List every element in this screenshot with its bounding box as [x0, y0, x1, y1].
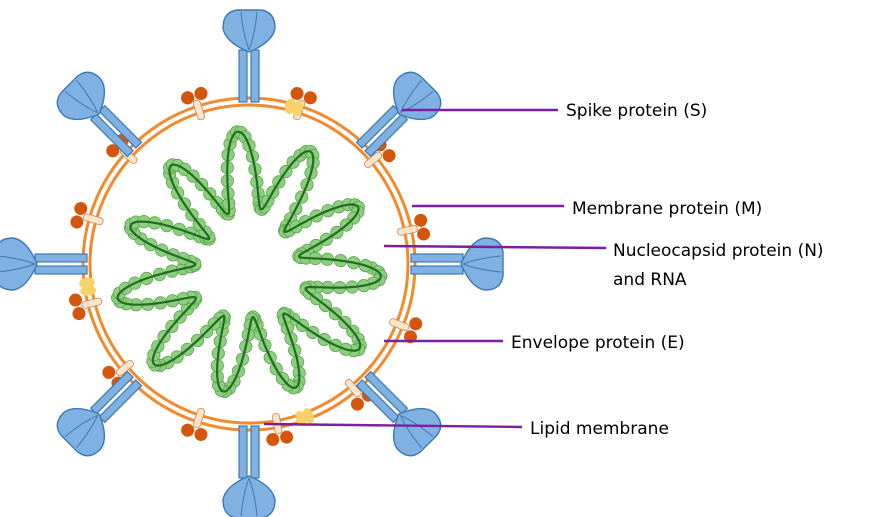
spike-head [222, 475, 276, 517]
spike-head [56, 71, 106, 121]
m-protein-stem [81, 297, 103, 309]
m-protein-ball [266, 433, 280, 447]
m-protein-ball [382, 149, 396, 163]
spike-protein-s [0, 237, 88, 291]
spike-head [392, 71, 442, 121]
m-protein-stem [364, 151, 383, 169]
spike-protein-s [222, 425, 276, 517]
membrane-protein-m [70, 201, 104, 229]
spike-stalk [238, 425, 248, 479]
m-protein-stem [192, 99, 205, 121]
label-nucleocapsid-protein: Nucleocapsid protein (N) [613, 241, 824, 261]
spike-protein-s [355, 370, 442, 457]
m-protein-ball [74, 201, 88, 215]
spike-head [460, 237, 504, 291]
m-protein-ball [102, 365, 116, 379]
m-protein-ball [280, 430, 294, 444]
spike-head [392, 407, 442, 457]
spike-head-groove [240, 11, 258, 51]
lipid-bilayer [81, 96, 417, 432]
m-protein-stem [115, 359, 134, 377]
spike-protein-s [410, 237, 504, 291]
m-protein-ball [414, 213, 428, 227]
spike-head-groove [399, 79, 434, 114]
spike-head [222, 9, 276, 53]
e-protein-lobe [79, 277, 95, 288]
envelope-protein-e [284, 98, 304, 117]
envelope-protein-e [295, 408, 314, 427]
rna-strand [116, 130, 382, 393]
label-and-rna: and RNA [613, 270, 687, 290]
spike-head-groove [64, 414, 99, 449]
membrane-protein-m [69, 293, 103, 321]
spike-stalk [410, 265, 464, 275]
membrane-protein-m [181, 407, 208, 442]
m-protein-ball [181, 423, 195, 437]
spike-head-groove [0, 255, 36, 273]
leader-lipid-membrane [263, 422, 523, 429]
m-protein-ball [69, 293, 83, 307]
membrane-outer-ring [81, 96, 417, 432]
m-protein-stem [83, 213, 104, 226]
leader-lines [263, 108, 607, 429]
spike-stalk [410, 253, 464, 263]
label-spike-protein: Spike protein (S) [566, 101, 707, 121]
m-protein-ball [409, 317, 423, 331]
e-protein-lobe [80, 285, 97, 296]
m-protein-stem [344, 379, 362, 398]
envelope-protein-e [79, 277, 97, 296]
spike-stalk [34, 265, 88, 275]
label-lipid-membrane: Lipid membrane [530, 419, 669, 439]
nucleocapsid-rna [111, 125, 388, 398]
spike-head-groove [399, 414, 434, 449]
spike-head [0, 237, 38, 291]
spike-stalk [250, 425, 260, 479]
m-protein-ball [181, 91, 195, 105]
m-protein-ball [350, 397, 364, 411]
m-protein-ball [194, 86, 208, 100]
label-membrane-protein: Membrane protein (M) [572, 199, 762, 219]
m-protein-stem [397, 224, 418, 236]
m-protein-stem [389, 318, 410, 332]
spike-protein-s [56, 71, 143, 158]
spike-stalk [34, 253, 88, 263]
spike-stalk [250, 49, 260, 103]
membrane-protein-m [181, 86, 208, 121]
m-protein-ball [70, 215, 84, 229]
membrane-inner-ring [88, 103, 410, 425]
spike-protein-s [56, 370, 143, 457]
m-protein-stem [192, 407, 205, 429]
m-protein-ball [290, 86, 304, 100]
spike-head-groove [240, 477, 258, 517]
spike-protein-s [355, 71, 442, 158]
spike-head-groove [462, 255, 502, 273]
membrane-protein-m [389, 317, 423, 344]
spike-head [56, 407, 106, 457]
membrane-protein-m [397, 213, 431, 241]
e-protein-lobe [295, 410, 307, 427]
label-envelope-protein: Envelope protein (E) [511, 333, 685, 353]
m-protein-ball [194, 428, 208, 442]
spike-head-groove [64, 79, 99, 114]
m-protein-ball [72, 307, 86, 321]
e-protein-lobe [292, 100, 304, 117]
surface-proteins [0, 9, 504, 517]
m-protein-ball [417, 227, 431, 241]
m-protein-ball [106, 144, 120, 158]
spike-protein-s [222, 9, 276, 103]
leader-nucleocapsid [383, 244, 607, 250]
spike-stalk [238, 49, 248, 103]
m-protein-ball [303, 91, 317, 105]
